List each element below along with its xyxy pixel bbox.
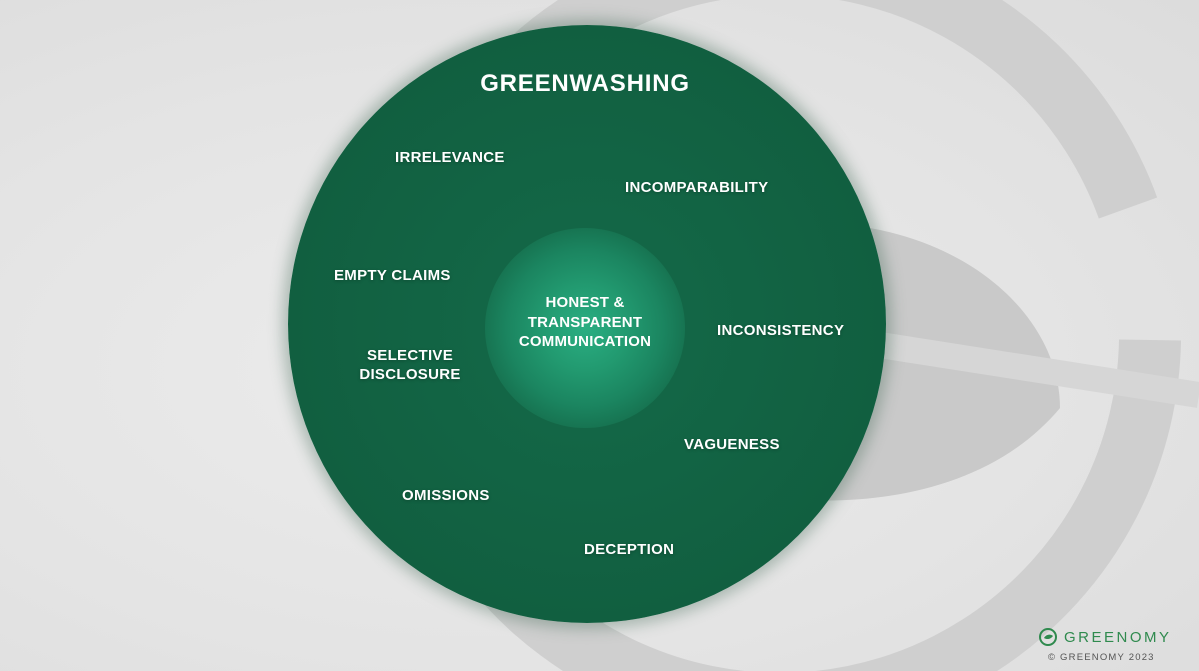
label-irrelevance: IRRELEVANCE xyxy=(395,149,505,166)
diagram-title: GREENWASHING xyxy=(480,70,690,97)
label-selective-disclosure: SELECTIVE DISCLOSURE xyxy=(352,346,468,384)
label-deception: DECEPTION xyxy=(584,541,675,558)
label-vagueness: VAGUENESS xyxy=(684,436,780,453)
label-selective-disclosure-line-2: DISCLOSURE xyxy=(359,366,461,383)
center-label: HONEST & TRANSPARENT COMMUNICATION xyxy=(485,293,685,352)
center-label-line-3: COMMUNICATION xyxy=(518,333,652,350)
label-selective-disclosure-line-1: SELECTIVE xyxy=(366,347,454,364)
brand-name: GREENOMY xyxy=(1064,628,1172,646)
center-label-line-1: HONEST & xyxy=(545,294,625,311)
label-omissions: OMISSIONS xyxy=(402,487,490,504)
brand-logo: GREENOMY xyxy=(1038,627,1172,647)
greenomy-logo-icon xyxy=(1039,628,1057,646)
label-empty-claims: EMPTY CLAIMS xyxy=(334,267,451,284)
honest-communication-circle xyxy=(485,228,685,428)
center-label-line-2: TRANSPARENT xyxy=(527,313,643,331)
label-inconsistency: INCONSISTENCY xyxy=(717,322,845,339)
label-incomparability: INCOMPARABILITY xyxy=(625,179,769,196)
copyright-text: © GREENOMY 2023 xyxy=(1048,652,1155,663)
